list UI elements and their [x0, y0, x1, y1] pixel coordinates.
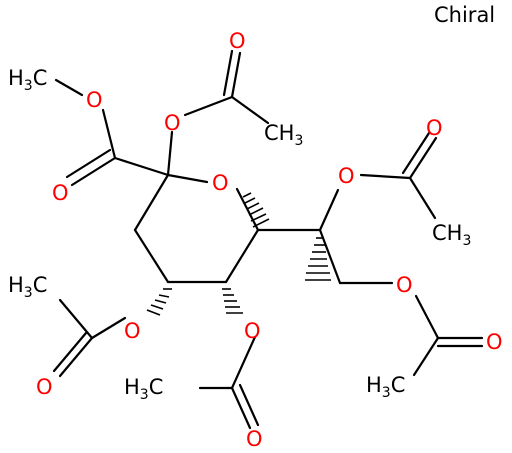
- bond-o-acetyl-side2: [414, 294, 440, 340]
- oac-side1-carbonyl: O: [426, 116, 443, 140]
- hash-bond-c6: [242, 192, 270, 228]
- bond-acetyl-c4-double-b: [52, 331, 88, 373]
- acetyl-c4-methyl: H3C: [8, 273, 47, 301]
- carbonyl-oxygen: O: [52, 181, 69, 205]
- bond-acetyl-c5-double-b: [238, 383, 260, 427]
- bond-c4-c3: [133, 228, 170, 284]
- ester-oxygen: O: [86, 88, 103, 112]
- bond-o-acetyl-c5: [230, 335, 257, 390]
- oac-c5-carbonyl: O: [246, 427, 263, 451]
- chiral-label: Chiral: [434, 3, 495, 27]
- bond-o-acetyl-c4: [90, 316, 127, 340]
- hash-bond-c5: [222, 288, 243, 314]
- hash-bond-c7: [305, 237, 331, 281]
- bond-c7-c8: [318, 228, 342, 285]
- methyl-ester-label: H3C: [8, 66, 47, 94]
- oac-c2-oxygen: O: [164, 111, 181, 135]
- bonds: [52, 49, 484, 430]
- bond-carbonyl-c2: [113, 156, 170, 177]
- bond-acetyl-c4-double-a: [58, 336, 94, 378]
- bond-c2-ring-o: [166, 173, 209, 184]
- bond-c2-o: [166, 130, 174, 177]
- ring-oxygen: O: [212, 171, 229, 195]
- atom-labels: Chiral H3C O O O O CH3 O O O CH3 O O H3C…: [8, 3, 503, 451]
- bond-carbonyl-double-a: [70, 156, 117, 187]
- hash-bond-c4: [146, 288, 172, 316]
- oac-c2-carbonyl: O: [229, 29, 246, 53]
- oac-side2-carbonyl: O: [486, 330, 503, 354]
- acetyl-c5-methyl: H3C: [124, 375, 163, 403]
- bond-methyl-ester-o: [54, 78, 84, 97]
- bond-acetyl-c2-methyl: [230, 95, 270, 125]
- oac-c4-oxygen: O: [124, 319, 141, 343]
- oac-c5-oxygen: O: [244, 319, 261, 343]
- bond-o-acetyl-side1: [359, 173, 412, 180]
- bond-acetyl-side1-methyl: [408, 176, 437, 220]
- bond-acetyl-side2-methyl: [412, 336, 440, 377]
- bond-o-acetyl-c2: [183, 95, 234, 117]
- bond-acetyl-c2-double-b: [222, 49, 234, 97]
- acetyl-side2-methyl: H3C: [366, 373, 405, 401]
- bond-acetyl-c2-double-a: [230, 51, 242, 99]
- oac-side2-oxygen: O: [396, 273, 413, 297]
- bond-acetyl-c5-double-a: [230, 386, 252, 430]
- bond-c6-c5: [224, 228, 260, 284]
- acetyl-c2-methyl: CH3: [264, 121, 303, 149]
- bond-acetyl-c4-methyl: [58, 298, 94, 340]
- oac-side1-oxygen: O: [338, 164, 355, 188]
- bond-c3-c2: [133, 173, 170, 232]
- acetyl-side1-methyl: CH3: [432, 221, 471, 249]
- bond-acetyl-side1-double-a: [408, 136, 438, 180]
- oac-c4-carbonyl: O: [36, 375, 53, 399]
- stereo-bonds: [146, 192, 342, 316]
- bond-c7-o: [318, 188, 340, 232]
- bond-carbonyl-double-b: [65, 148, 112, 179]
- bond-ester-o-carbonyl: [101, 108, 117, 160]
- bond-acetyl-side1-double-b: [401, 131, 431, 175]
